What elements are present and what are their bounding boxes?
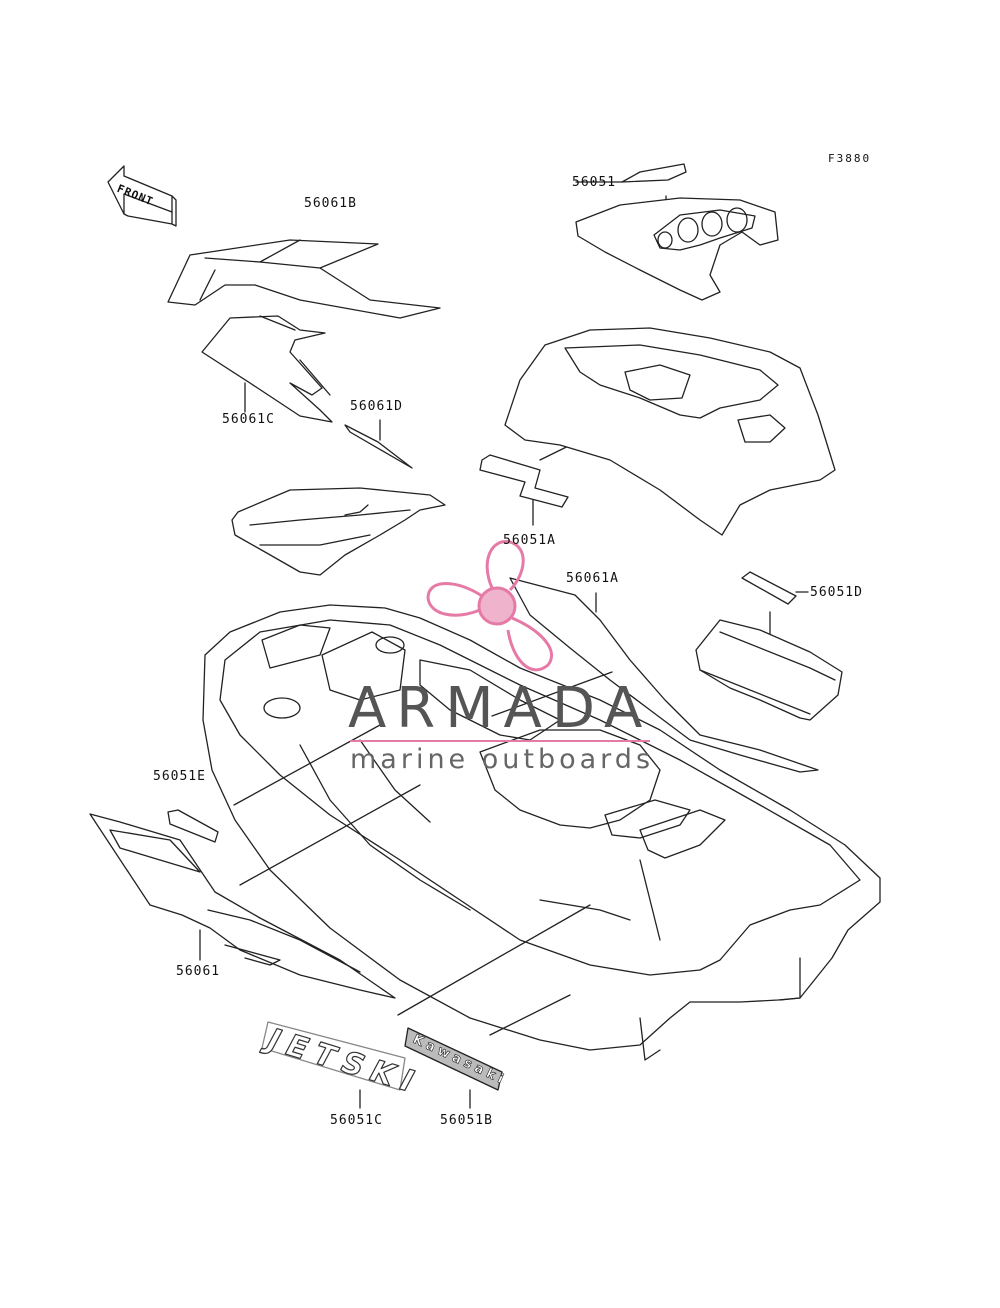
decal-56061B-shape <box>167 239 441 319</box>
watermark-propeller-icon <box>426 540 554 672</box>
front-arrow-icon <box>107 165 177 227</box>
watermark-title: ARMADA <box>348 676 653 741</box>
badge-56051D-shape <box>741 571 797 605</box>
callout-56051D: 56051D <box>810 585 863 600</box>
jetski-decal-shape: JETSKI <box>258 1020 418 1100</box>
callout-56051A: 56051A <box>503 533 556 548</box>
badge-56051A-shape <box>479 454 569 508</box>
decal-56061-shape <box>89 813 396 999</box>
electric-box-shape <box>695 619 843 721</box>
top-deck-shape <box>504 327 836 536</box>
decal-56061D-shape <box>344 424 413 469</box>
badge-56051-shape <box>621 163 687 183</box>
callout-56061C: 56061C <box>222 412 275 427</box>
watermark-underline <box>350 740 650 742</box>
watermark-subtitle: marine outboards <box>350 744 655 775</box>
callout-56061B: 56061B <box>304 196 357 211</box>
callout-56061: 56061 <box>176 964 221 979</box>
steering-cover-shape <box>575 197 779 301</box>
callout-56051C: 56051C <box>330 1113 383 1128</box>
badge-56051E-shape <box>167 809 219 843</box>
callout-56051B: 56051B <box>440 1113 493 1128</box>
callout-56051E: 56051E <box>153 769 206 784</box>
kawasaki-decal-shape: Kawasaki <box>404 1027 506 1091</box>
hull-shape <box>202 604 881 1061</box>
figure-code: F3880 <box>828 152 872 165</box>
callout-56051: 56051 <box>572 175 617 190</box>
callout-56061A: 56061A <box>566 571 619 586</box>
rear-cover-shape <box>231 487 446 576</box>
callout-56061D: 56061D <box>350 399 403 414</box>
decal-56061C-shape <box>201 315 333 423</box>
